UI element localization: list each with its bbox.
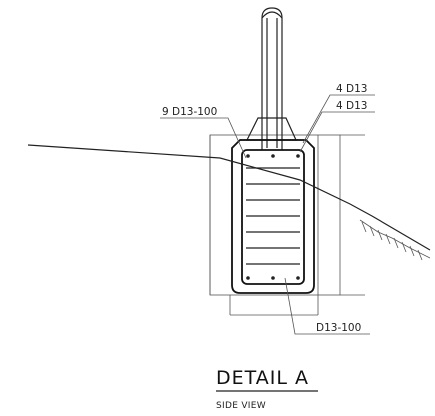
label-side-bars: 4 D13	[336, 100, 367, 112]
footing	[231, 139, 315, 294]
label-top-bars: 4 D13	[336, 83, 367, 95]
label-stirrups-left: 9 D13-100	[162, 106, 217, 118]
detail-title: DETAIL A SIDE VIEW	[216, 367, 318, 411]
excavation-outline	[209, 134, 365, 316]
leaders	[160, 94, 375, 335]
title-sub: SIDE VIEW	[216, 401, 266, 411]
post	[261, 7, 283, 150]
ground-line	[27, 144, 431, 261]
label-stirrups-bottom: D13-100	[316, 322, 361, 334]
title-main: DETAIL A	[216, 367, 309, 389]
rebar-cage	[241, 149, 305, 285]
base-plate	[240, 117, 304, 141]
